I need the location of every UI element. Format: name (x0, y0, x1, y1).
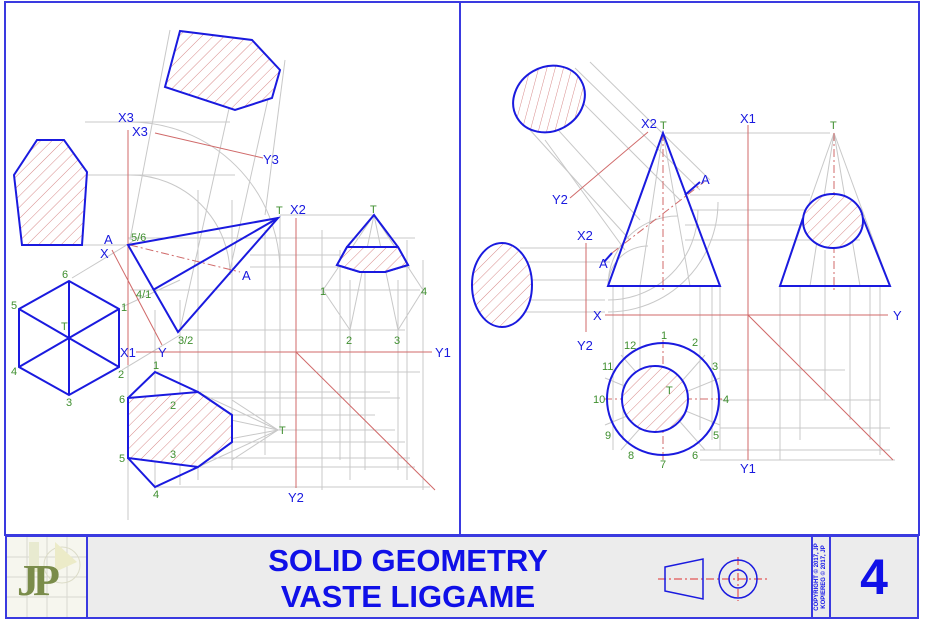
point-label: 6 (692, 450, 698, 462)
point-label: 11 (602, 361, 613, 373)
point-label: 10 (593, 394, 605, 406)
apex-label: T (666, 385, 673, 397)
pyramid-section-hatched (127, 390, 233, 469)
cutting-plane-label-a2: A (242, 268, 251, 283)
point-label: 3 (66, 397, 72, 409)
cutting-plane-label-a2: A (599, 256, 608, 271)
auxiliary-section-ellipse-left (471, 242, 533, 328)
left-panel-pyramid: X3 X3 Y3 X2 X1 Y1 Y2 X Y A A 5/6 4/1 3/2… (11, 29, 451, 520)
point-label: 6 (119, 394, 125, 406)
axis-label-y1: Y1 (435, 345, 451, 360)
copyright-line-1: COPYRIGHT © 2017, JP (814, 543, 820, 611)
apex-label: T (61, 321, 68, 333)
axis-label-y1: Y1 (740, 461, 756, 476)
point-label: 4 (723, 394, 729, 406)
right-panel-cone: X2 Y2 X2 Y2 X1 Y1 X Y A A T T T 1 2 3 4 … (471, 61, 902, 476)
apex-label: T (660, 120, 667, 132)
title-line-1: SOLID GEOMETRY (268, 543, 548, 578)
axis-label-x2b: X2 (577, 228, 593, 243)
title-panel: SOLID GEOMETRY VASTE LIGGAME (88, 535, 811, 619)
point-label: 7 (660, 459, 666, 471)
axis-label-x: X (593, 308, 602, 323)
jp-logo-icon: JP (5, 535, 88, 619)
title-line-2: VASTE LIGGAME (280, 579, 536, 614)
point-label: 2 (170, 400, 176, 412)
point-label: 4 (421, 286, 427, 298)
cone-plan-section (621, 365, 689, 433)
first-angle-projection-icon (658, 557, 768, 601)
point-label: 1 (121, 302, 127, 314)
auxiliary-section-top (163, 29, 282, 112)
point-label: 5 (11, 300, 17, 312)
axis-label-x1: X1 (120, 345, 136, 360)
sheet-number: 4 (831, 535, 919, 619)
apex-label: T (276, 205, 283, 217)
axis-label-y2: Y2 (288, 490, 304, 505)
point-label: 4 (153, 489, 159, 501)
point-label: 8 (628, 450, 634, 462)
pyramid-front-view (126, 216, 281, 334)
point-label: 3 (712, 361, 718, 373)
point-label: 3/2 (178, 335, 193, 347)
point-label: 3 (394, 335, 400, 347)
point-label: 5 (119, 453, 125, 465)
point-label: 4/1 (136, 289, 151, 301)
axis-label-y3: Y3 (263, 152, 279, 167)
drawing-title: SOLID GEOMETRY VASTE LIGGAME (238, 543, 578, 615)
apex-label: T (830, 120, 837, 132)
cutting-plane-label-a: A (104, 232, 113, 247)
cone-front-view (606, 130, 722, 287)
reference-axes (111, 130, 436, 491)
title-block: JP SOLID GEOMETRY VASTE LIGGAME COPYRIGH… (5, 535, 919, 619)
axis-label-y2b: Y2 (577, 338, 593, 353)
point-label: 2 (692, 337, 698, 349)
point-label: 6 (62, 269, 68, 281)
axis-label-x3: X3 (118, 110, 134, 125)
axis-label-x3b: X3 (132, 124, 148, 139)
auxiliary-section-left (12, 139, 89, 246)
cone-side-view (778, 217, 892, 287)
logo-text: JP (17, 556, 60, 605)
auxiliary-section-ellipse-top (512, 64, 586, 134)
cone-plan-base (606, 342, 720, 456)
reference-axes (569, 125, 894, 461)
axis-label-y2: Y2 (552, 192, 568, 207)
point-label: 1 (153, 360, 159, 372)
point-label: 5/6 (131, 232, 146, 244)
axis-label-x2: X2 (290, 202, 306, 217)
cutting-plane-label-a: A (701, 172, 710, 187)
point-label: 9 (605, 430, 611, 442)
point-label: 12 (624, 340, 636, 352)
point-label: 1 (320, 286, 326, 298)
point-label: 2 (346, 335, 352, 347)
point-label: 2 (118, 369, 124, 381)
logo-grid (7, 537, 86, 617)
pyramid-side-section (335, 246, 410, 273)
point-label: 3 (170, 449, 176, 461)
axis-label-x2: X2 (641, 116, 657, 131)
cone-side-section (802, 193, 864, 249)
apex-label: T (279, 425, 286, 437)
point-label: 5 (713, 430, 719, 442)
pyramid-plan-hexagon (18, 279, 120, 397)
copyright-line-2: KOPIEREG © 2017, JP (821, 545, 827, 609)
axis-label-y: Y (158, 345, 167, 360)
axis-label-x1: X1 (740, 111, 756, 126)
point-label: 4 (11, 366, 17, 378)
apex-label: T (370, 204, 377, 216)
point-label: 1 (661, 330, 667, 342)
axis-label-x: X (100, 246, 109, 261)
axis-label-y: Y (893, 308, 902, 323)
